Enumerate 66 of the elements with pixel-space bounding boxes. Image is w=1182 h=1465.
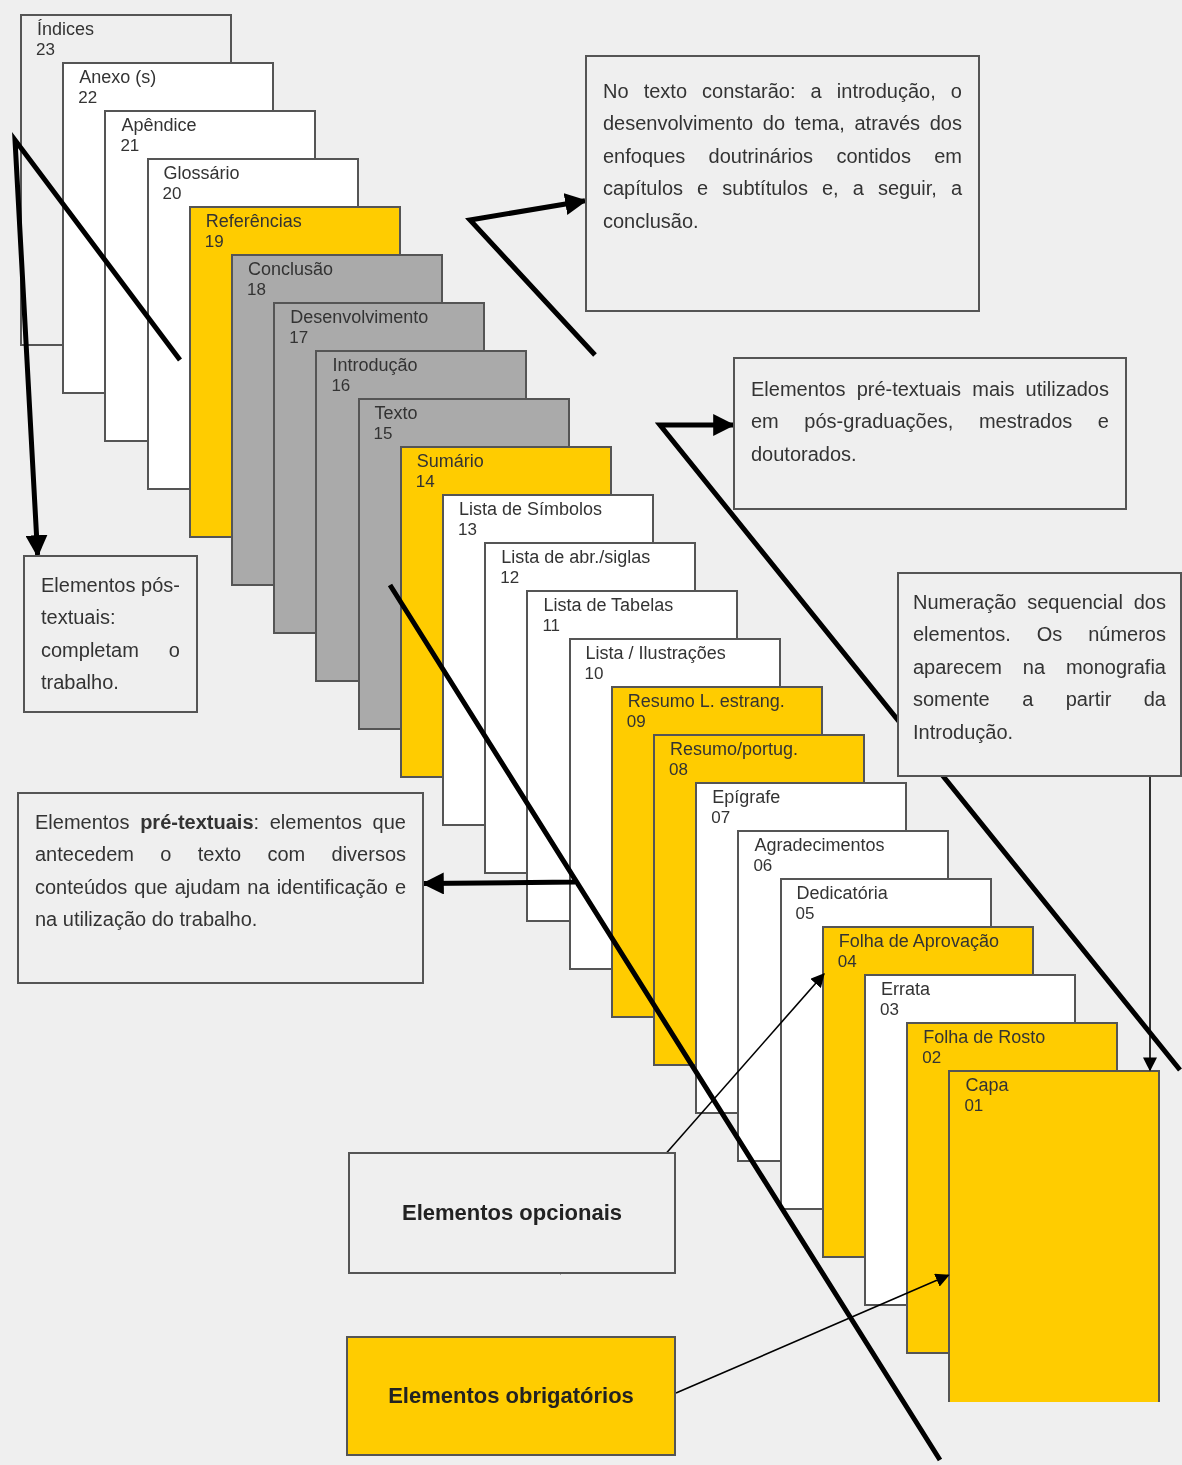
page-title: Folha de Rosto (923, 1027, 1046, 1048)
page-number: 17 (289, 328, 309, 348)
page-title: Conclusão (248, 259, 334, 280)
page-number: 21 (120, 136, 140, 156)
page-number: 04 (837, 952, 857, 972)
page-number: 05 (795, 904, 815, 924)
page-number: 23 (36, 40, 55, 60)
page-number: 02 (922, 1048, 942, 1068)
page-number: 09 (626, 712, 646, 732)
page-title: Apêndice (121, 115, 197, 136)
bracket-arrow (12, 131, 182, 558)
page-title: Sumário (416, 451, 484, 472)
note-text: Elementos pós-textuais: completam o trabalho. (41, 573, 180, 696)
page-title: Errata (881, 979, 931, 1000)
page-title: Folha de Aprovação (838, 931, 999, 952)
page-title: Texto (374, 403, 418, 424)
note-text: No texto constarão: a introdução, o desenvolvimento do tema, através dos enfoques doutrinários contidos em capítulos e subtítulos e, a seguir, a conclusão. (603, 79, 962, 234)
page-title: Resumo/portug. (670, 739, 799, 760)
page-number: 08 (669, 760, 688, 780)
page-title: Lista de Tabelas (543, 595, 674, 616)
note-box (585, 55, 980, 312)
category-box (348, 1152, 676, 1274)
page-title: Agradecimentos (754, 835, 885, 856)
bracket-arrow (387, 582, 943, 1463)
category-box (346, 1336, 676, 1456)
page-number: 22 (78, 88, 98, 108)
arrow (675, 1273, 950, 1394)
note-box (23, 555, 198, 713)
page-title: Resumo L. estrang. (627, 691, 785, 712)
page-number: 01 (964, 1096, 984, 1116)
note-text: Numeração sequencial dos elementos. Os números aparecem na monografia somente a partir da Introdução. (913, 590, 1166, 745)
page-number: 20 (162, 184, 182, 204)
page-title: Referências (205, 211, 302, 232)
page-number: 13 (458, 520, 477, 540)
bracket-arrow (465, 193, 597, 357)
page-number: 07 (711, 808, 731, 828)
page-title: Introdução (332, 355, 418, 376)
category-label: Elementos opcionais (401, 1199, 623, 1228)
note-box (897, 572, 1182, 777)
page-number: 19 (204, 232, 224, 252)
note-text: Elementos pré-textuais mais utilizados em pós-graduações, mestrados e doutorados. (751, 377, 1109, 467)
page-title: Glossário (163, 163, 240, 184)
page-number: 16 (331, 376, 351, 396)
page-number: 11 (542, 616, 561, 636)
page-title: Índices (37, 19, 95, 40)
arrow (1143, 776, 1157, 1072)
page-title: Epígrafe (712, 787, 781, 808)
category-label: Elementos obrigatórios (388, 1382, 634, 1411)
page-title: Anexo (s) (79, 67, 157, 88)
page-title: Lista de Símbolos (459, 499, 603, 520)
page-number: 18 (247, 280, 266, 300)
page-title: Lista de abr./siglas (501, 547, 651, 568)
note-box (733, 357, 1127, 510)
page-number: 10 (584, 664, 604, 684)
page-title: Dedicatória (796, 883, 888, 904)
page-number: 12 (500, 568, 520, 588)
note-box (17, 792, 424, 984)
page-title: Lista / Ilustrações (585, 643, 726, 664)
bracket-arrow (654, 414, 1182, 1072)
page-number: 03 (880, 1000, 899, 1020)
page-title: Capa (965, 1075, 1009, 1096)
page-number: 15 (373, 424, 393, 444)
page-number: 06 (753, 856, 773, 876)
page-title: Desenvolvimento (290, 307, 429, 328)
page-number: 14 (415, 472, 435, 492)
note-text: Elementos pré-textuais: elementos que antecedem o texto com diversos conteúdos que ajudam na identificação e na utilização do trabalho. (35, 810, 406, 933)
